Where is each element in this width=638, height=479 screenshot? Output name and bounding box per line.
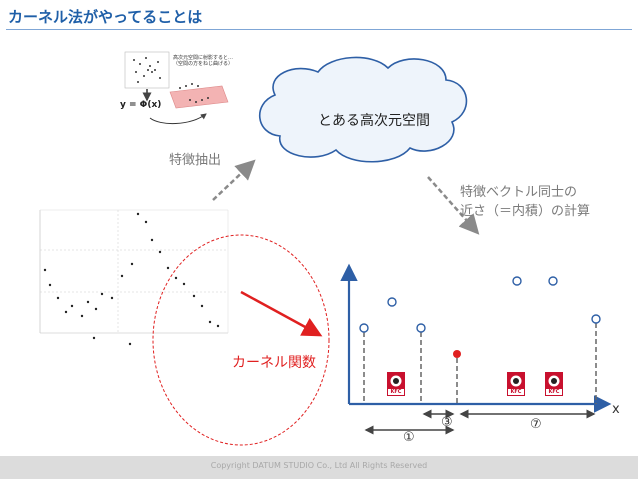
kfc-logo-text: KFC: [510, 389, 522, 395]
kfc-logo-text: KFC: [390, 389, 402, 395]
kfc-logo-text: KFC: [548, 389, 560, 395]
copyright-text: Copyright DATUM STUDIO Co., Ltd All Righ…: [210, 461, 428, 470]
kfc-logo-icon: [545, 372, 563, 396]
distance-label-3: ③: [441, 415, 453, 430]
similarity-label: 特徴ベクトル同士の 近さ（＝内積）の計算: [460, 183, 590, 221]
kernel-function-arrow: [240, 290, 323, 337]
mapping-formula: y = Φ(x): [120, 100, 162, 110]
distance-stems: [363, 323, 597, 404]
title-divider: [6, 29, 632, 30]
similarity-label-line2: 近さ（＝内積）の計算: [460, 204, 591, 219]
kernel-function-label: カーネル関数: [232, 355, 316, 371]
x-axis-label: x: [612, 402, 620, 417]
cloud-label: とある高次元空間: [318, 113, 430, 129]
kernel-focus-ellipse: [152, 234, 330, 446]
page-title: カーネル法がやってることは: [8, 8, 203, 26]
feature-extraction-label: 特徴抽出: [169, 153, 222, 168]
inset-note-line2: （空間の方をねじ曲げる）: [173, 61, 234, 67]
query-point: [453, 350, 461, 358]
distance-label-1: ①: [403, 430, 415, 445]
distance-arrows: [364, 409, 596, 435]
high-dimensional-space-cloud: [258, 56, 468, 163]
kfc-logo-icon: [387, 372, 405, 396]
distance-label-7: ⑦: [530, 417, 542, 432]
similarity-label-line1: 特徴ベクトル同士の: [460, 185, 578, 200]
original-data-scatter-plot: [39, 209, 229, 346]
inset-note: 高次元空間に射影すると… （空間の方をねじ曲げる）: [173, 55, 243, 67]
footer-bar: [0, 456, 638, 479]
feature-extraction-arrow: [212, 159, 256, 201]
kfc-logo-icon: [507, 372, 525, 396]
similarity-arrow: [427, 176, 480, 235]
kernel-trick-inset: [124, 51, 229, 124]
feature-points: [359, 276, 601, 333]
inset-note-line1: 高次元空間に射影すると…: [173, 55, 234, 61]
feature-axes: [340, 263, 612, 413]
